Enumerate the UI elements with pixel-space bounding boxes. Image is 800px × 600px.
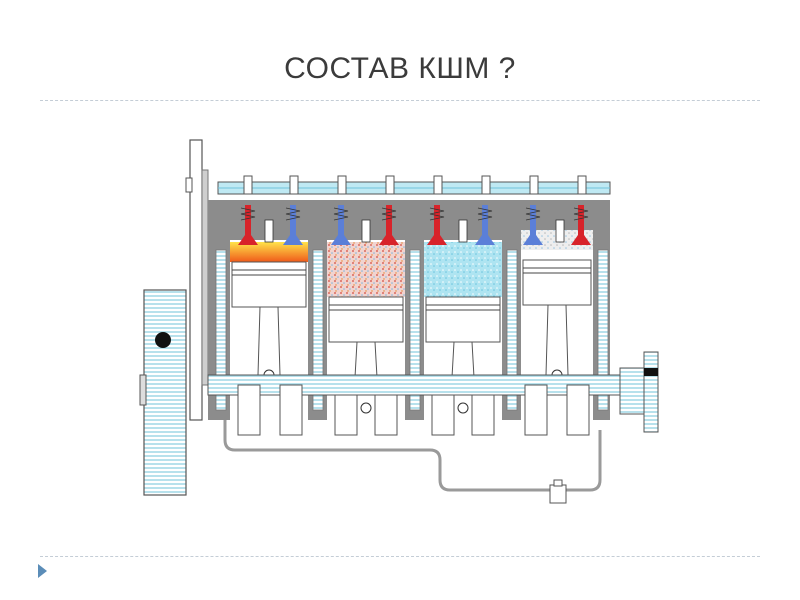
cylinder-charges: [230, 230, 593, 297]
engine-diagram: [139, 139, 659, 504]
timing-pulley: [185, 139, 209, 421]
footer-divider: [40, 556, 760, 557]
oil-pump: [549, 479, 567, 504]
crankshaft: [207, 351, 659, 436]
valves: [238, 205, 591, 245]
flywheel: [139, 289, 187, 496]
bullet-arrow-icon: [38, 564, 47, 578]
slide-title: СОСТАВ КШМ ?: [284, 52, 516, 85]
title-divider: [40, 100, 760, 101]
oil-line: [223, 420, 602, 492]
pistons: [231, 259, 592, 343]
